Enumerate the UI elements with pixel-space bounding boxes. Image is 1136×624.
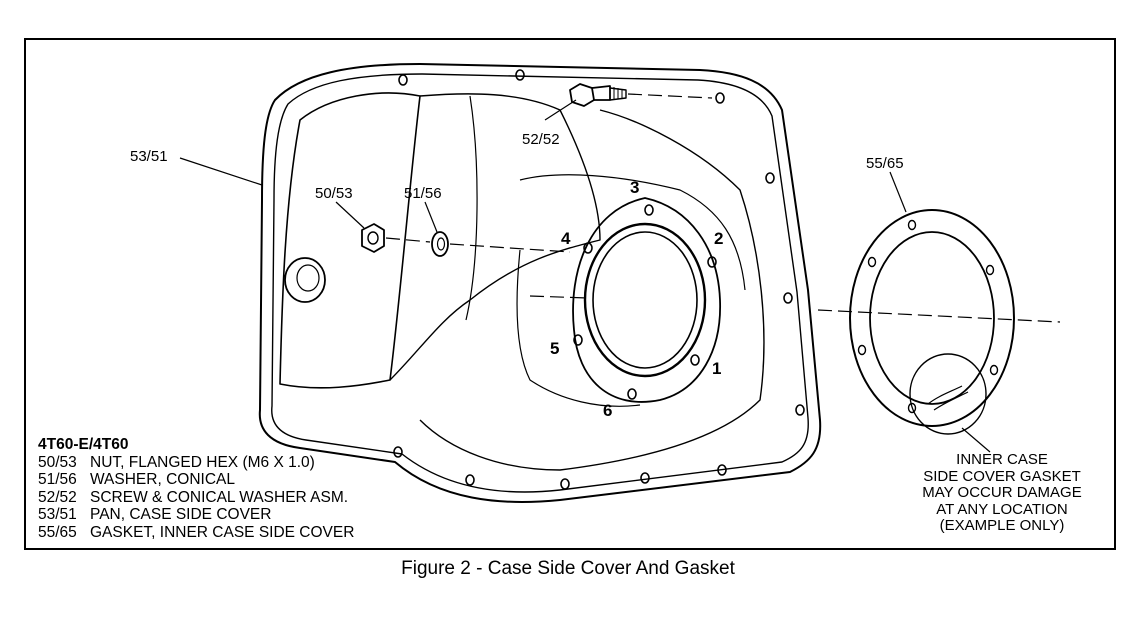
bolt-number-3: 3 (630, 178, 639, 197)
legend-code: 50/53 (38, 453, 77, 471)
bolt-number-6: 6 (603, 401, 612, 420)
figure-frame (24, 38, 1116, 550)
pan-boss (284, 257, 326, 303)
opening-flange (572, 197, 721, 403)
legend-desc: PAN, CASE SIDE COVER (90, 506, 272, 523)
parts-legend: 4T60-E/4T60 50/53 NUT, FLANGED HEX (M6 X … (38, 436, 354, 541)
pan-inner-flange (271, 73, 809, 493)
bolt-number-2: 2 (714, 229, 723, 248)
legend-title: 4T60-E/4T60 (38, 436, 129, 453)
note-line: (EXAMPLE ONLY) (939, 517, 1065, 534)
callout-nut: 50/53 (315, 185, 353, 202)
damage-detail-circle (909, 353, 987, 435)
legend-row: 50/53 NUT, FLANGED HEX (M6 X 1.0) (38, 454, 354, 472)
callout-pan: 53/51 (130, 148, 168, 165)
screw-part (569, 83, 627, 107)
callout-screw: 52/52 (522, 131, 560, 148)
legend-row: 55/65 GASKET, INNER CASE SIDE COVER (38, 524, 354, 542)
note-line: INNER CASE (956, 451, 1048, 468)
pan-outer-flange (258, 63, 822, 504)
legend-desc: SCREW & CONICAL WASHER ASM. (90, 488, 349, 506)
legend-code: 55/65 (38, 523, 77, 541)
legend-row: 52/52 SCREW & CONICAL WASHER ASM. (38, 489, 354, 507)
note-line: AT ANY LOCATION (936, 500, 1068, 518)
legend-desc: NUT, FLANGED HEX (M6 X 1.0) (90, 453, 315, 471)
gasket-part (849, 209, 1015, 435)
bolt-number-5: 5 (550, 339, 559, 358)
legend-code: 51/56 (38, 471, 77, 488)
legend-row: 51/56 WASHER, CONICAL (38, 471, 354, 489)
nut-part (361, 223, 385, 253)
bolt-number-1: 1 (712, 359, 721, 378)
callout-washer: 51/56 (404, 185, 442, 202)
damage-note: INNER CASE SIDE COVER GASKET MAY OCCUR D… (892, 451, 1112, 535)
figure-caption: Figure 2 - Case Side Cover And Gasket (401, 558, 735, 579)
legend-desc: WASHER, CONICAL (90, 471, 235, 488)
legend-row: 53/51 PAN, CASE SIDE COVER (38, 506, 354, 524)
legend-desc: GASKET, INNER CASE SIDE COVER (90, 523, 355, 541)
cover-opening (583, 222, 707, 378)
callout-gasket: 55/65 (866, 155, 904, 172)
legend-code: 53/51 (38, 506, 77, 523)
washer-part (431, 231, 449, 257)
legend-code: 52/52 (38, 488, 77, 506)
bolt-number-4: 4 (561, 229, 571, 248)
note-line: MAY OCCUR DAMAGE (922, 484, 1082, 501)
note-line: SIDE COVER GASKET (923, 467, 1081, 485)
pan-well (279, 92, 421, 389)
